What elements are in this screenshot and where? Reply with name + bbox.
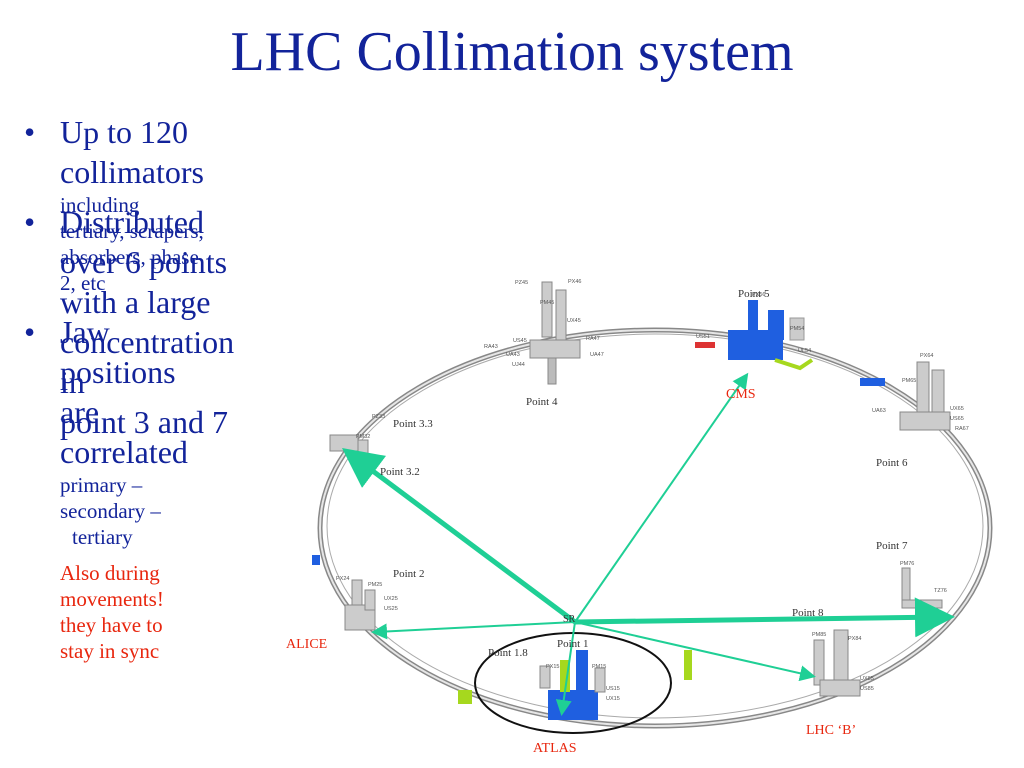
- arrow-to-point2: [371, 621, 576, 640]
- tag: PX56: [752, 292, 765, 298]
- tag: PX24: [336, 576, 349, 582]
- tag: PX15: [546, 664, 559, 670]
- arrow-to-point8: [574, 621, 816, 682]
- tag: PX84: [848, 636, 861, 642]
- tag: UA47: [590, 352, 604, 358]
- point6-structure: [860, 361, 951, 431]
- bullet-dot: •: [24, 314, 36, 350]
- tag: PM54: [790, 326, 804, 332]
- lhc-ring-inner: [319, 329, 991, 727]
- lhc-ring-outline: [326, 333, 984, 719]
- tag: RA47: [586, 336, 600, 342]
- bullet-text-line2: correlated: [60, 434, 188, 470]
- label-point1-8: Point 1.8: [488, 647, 528, 659]
- bullet-subtext: including tertiary, scrapers, absorbers,…: [60, 193, 204, 295]
- tag: PM85: [812, 632, 826, 638]
- point4-structure: [529, 281, 581, 385]
- sync-note: Also during movements!: [60, 561, 164, 611]
- label-alice: ALICE: [286, 637, 327, 652]
- tag: PX64: [920, 353, 933, 359]
- bullet-subtext-line2: tertiary: [72, 525, 133, 549]
- tag: PZ33: [372, 414, 385, 420]
- label-cms: CMS: [726, 387, 756, 402]
- slide-title: LHC Collimation system: [230, 21, 794, 83]
- tag: PM32: [356, 434, 370, 440]
- point8-structure: [813, 629, 861, 697]
- label-sr: SR: [563, 614, 576, 625]
- tag: RA43: [484, 344, 498, 350]
- tag: PM76: [900, 561, 914, 567]
- label-point8: Point 8: [792, 607, 824, 619]
- tag: UA43: [506, 352, 520, 358]
- correlation-arrows: [341, 372, 955, 716]
- point5-structure: [695, 300, 814, 371]
- label-point7: Point 7: [876, 540, 908, 552]
- tag: PM45: [540, 300, 554, 306]
- tag: PZ45: [515, 280, 528, 286]
- tag: PM65: [902, 378, 916, 384]
- tag: US65: [950, 416, 964, 422]
- tag: US45: [513, 338, 527, 344]
- tag: UX45: [567, 318, 581, 324]
- tag: UX15: [606, 696, 620, 702]
- label-lhcb: LHC ‘B’: [806, 723, 856, 738]
- tag: UJ44: [512, 362, 525, 368]
- label-point1: Point 1: [557, 638, 588, 650]
- tag: US25: [384, 606, 398, 612]
- label-point4: Point 4: [526, 396, 558, 408]
- tag: TZ76: [934, 588, 947, 594]
- tag: PM15: [592, 664, 606, 670]
- label-point3-3: Point 3.3: [393, 418, 433, 430]
- bullet-dot: •: [24, 204, 36, 240]
- tag: PX46: [568, 279, 581, 285]
- tag: PM25: [368, 582, 382, 588]
- bullet-dot: •: [24, 114, 36, 150]
- tag: US15: [606, 686, 620, 692]
- bullet-text: Distributed over 6 points with a large c…: [60, 204, 235, 400]
- lhc-ring: [317, 327, 993, 729]
- arrow-to-point5: [574, 372, 749, 623]
- tag: UA63: [872, 408, 886, 414]
- point2-structure: [312, 555, 376, 631]
- tag: UL54: [798, 348, 811, 354]
- structure-tags: PX56 PM54 US51 UL54 PZ45 PM45 PX46 UX45 …: [336, 279, 969, 702]
- tag: US51: [696, 334, 710, 340]
- bullet-text: Up to 120 collimators: [60, 114, 204, 190]
- label-point5: Point 5: [738, 288, 770, 300]
- bullet-subtext: primary – secondary –: [60, 473, 161, 523]
- label-point6: Point 6: [876, 457, 908, 469]
- arrow-to-point1: [555, 621, 576, 716]
- tag: UX25: [384, 596, 398, 602]
- tag: RA67: [955, 426, 969, 432]
- arrow-to-point3: [341, 448, 577, 625]
- arrow-to-point7: [574, 597, 955, 638]
- bullet-text-line2: point 3 and 7: [60, 404, 228, 440]
- tag: US85: [860, 686, 874, 692]
- label-point3-2: Point 3.2: [380, 466, 420, 478]
- tag: UX65: [950, 406, 964, 412]
- label-point2: Point 2: [393, 568, 424, 580]
- bullet-text: Jaw positions are: [60, 314, 176, 430]
- tag: UX85: [860, 676, 874, 682]
- sync-note-line2: they have to stay in sync: [60, 613, 163, 663]
- label-atlas: ATLAS: [533, 741, 577, 756]
